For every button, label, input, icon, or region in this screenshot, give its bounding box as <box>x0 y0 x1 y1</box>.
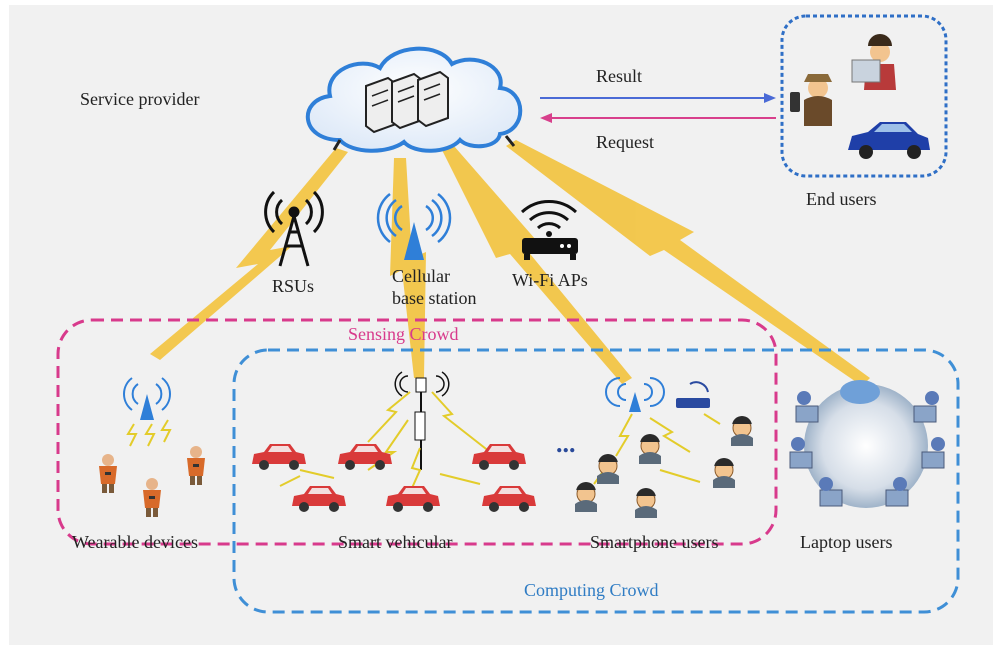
result-label: Result <box>596 66 642 86</box>
end-users-label: End users <box>806 189 877 209</box>
end-user-car-icon <box>848 122 930 150</box>
wifi-router-icon <box>520 200 578 260</box>
server-rack-icon <box>365 70 449 134</box>
result-arrow <box>540 93 776 103</box>
phone-icon <box>790 92 800 112</box>
request-label: Request <box>596 132 654 152</box>
smartphone-users-label: Smartphone users <box>590 532 718 552</box>
service-provider-label: Service provider <box>80 89 199 109</box>
antenna-icon <box>123 377 171 420</box>
cellular-label-line1: Cellular <box>392 266 450 286</box>
computing-crowd-label: Computing Crowd <box>524 580 659 600</box>
wireless-links <box>150 140 870 386</box>
sensing-crowd-label: Sensing Crowd <box>348 324 459 344</box>
ellipsis: ... <box>556 429 576 458</box>
laptop-users-cluster <box>789 380 945 508</box>
smartphone-router-icon <box>676 381 710 408</box>
wifi-aps-label: Wi-Fi APs <box>512 270 588 290</box>
smartphone-antenna-icon <box>605 377 665 412</box>
computing-crowd-boundary <box>232 348 960 614</box>
service-provider-cloud <box>305 46 523 153</box>
laptop-icon <box>851 59 881 83</box>
end-users-box <box>780 14 948 178</box>
smart-vehicular-label: Smart vehicular <box>338 532 452 552</box>
vehicular-tower-icon <box>394 371 450 470</box>
wearable-devices-label: Wearable devices <box>72 532 198 552</box>
rsu-tower-icon <box>264 190 324 267</box>
cellular-label-line2: base station <box>392 288 476 308</box>
wearable-devices-cluster <box>99 377 205 517</box>
sensing-crowd-boundary <box>56 318 778 546</box>
request-arrow <box>540 113 776 123</box>
laptop-users-label: Laptop users <box>800 532 892 552</box>
cellular-base-station-icon <box>376 193 452 260</box>
rsus-label: RSUs <box>272 276 314 296</box>
smartphone-users-cluster <box>574 377 754 519</box>
smart-vehicular-cluster <box>252 371 536 512</box>
